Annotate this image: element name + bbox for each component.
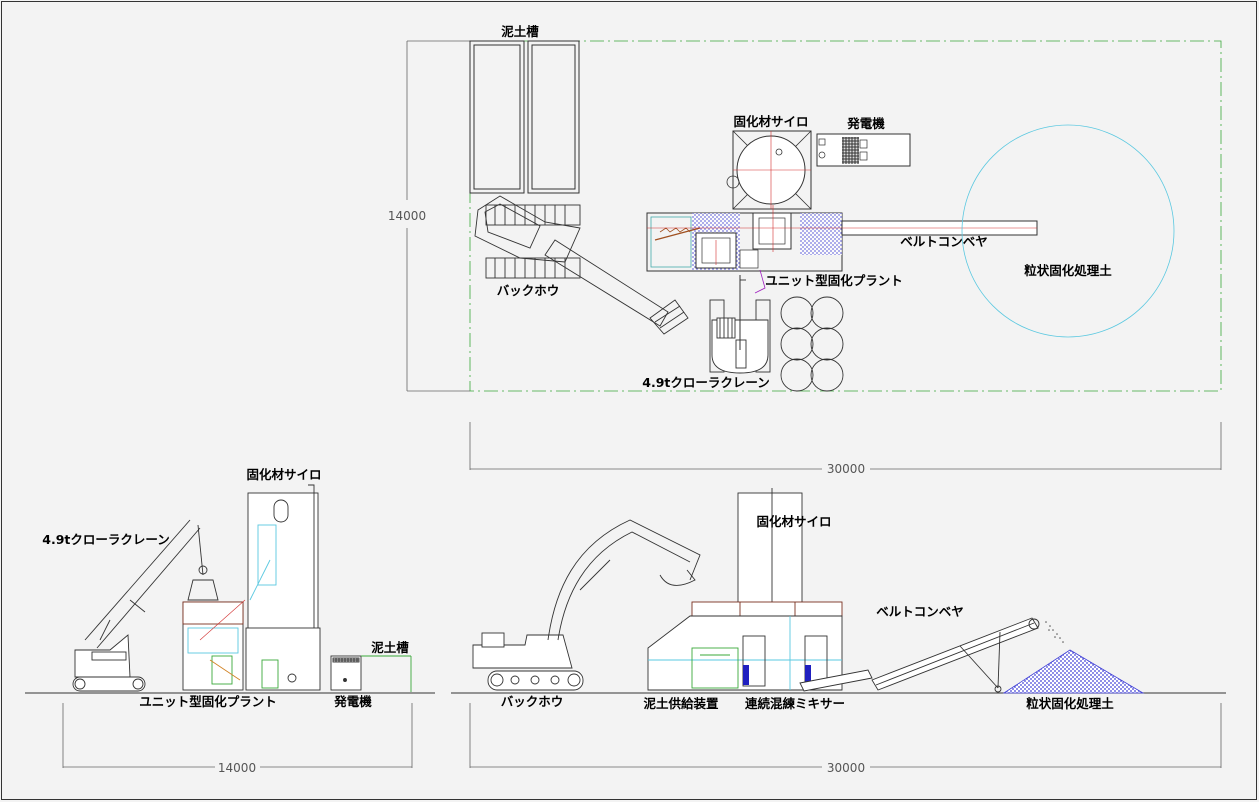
mud-tank-side-label: 泥土槽 bbox=[371, 640, 409, 655]
mud-feeder-label: 泥土供給装置 bbox=[643, 696, 719, 711]
mud-tank-plan-label: 泥土槽 bbox=[501, 24, 539, 39]
backhoe-plan-label: バックホウ bbox=[497, 283, 560, 298]
dimension-width bbox=[469, 422, 1222, 470]
dimension-large-label: 30000 bbox=[827, 761, 865, 775]
mixer-label: 連続混練ミキサー bbox=[745, 696, 845, 711]
side-view-large: 30000 バックホウ 固化材サイロ bbox=[451, 488, 1226, 775]
dimension-width-label: 30000 bbox=[827, 462, 865, 476]
silo-tower-side bbox=[737, 488, 803, 604]
belt-conveyor-side-label: ベルトコンベヤ bbox=[876, 604, 964, 619]
site-boundary bbox=[469, 40, 1222, 392]
bag-stock-plan bbox=[780, 296, 844, 392]
unit-plant-plan bbox=[646, 205, 1035, 294]
generator-plan-label: 発電機 bbox=[846, 116, 885, 131]
crawler-crane-plan-label: 4.9tクローラクレーン bbox=[642, 375, 770, 390]
dimension-height-label: 14000 bbox=[388, 209, 426, 223]
silo-side-small-label: 固化材サイロ bbox=[246, 467, 321, 482]
belt-conveyor-plan-label: ベルトコンベヤ bbox=[900, 234, 988, 249]
silo-side-large-label: 固化材サイロ bbox=[756, 514, 831, 529]
side-view-small: 14000 4.9tクローラクレーン ユニット型固化プラント bbox=[25, 467, 435, 775]
generator-side-label: 発電機 bbox=[333, 694, 372, 709]
granular-soil-plan-label: 粒状固化処理土 bbox=[1024, 263, 1112, 278]
granular-soil-pile bbox=[1002, 649, 1145, 694]
silo-plan-label: 固化材サイロ bbox=[733, 114, 808, 129]
silo-side bbox=[245, 484, 321, 691]
dimension-small bbox=[62, 703, 413, 768]
unit-plant-side bbox=[182, 599, 246, 691]
crawler-crane-side bbox=[72, 519, 219, 692]
granular-soil-plan bbox=[961, 124, 1175, 338]
dimension-height bbox=[406, 40, 470, 392]
unit-plant-large-side bbox=[647, 601, 843, 691]
backhoe-side-label: バックホウ bbox=[501, 694, 564, 709]
granular-soil-side-label: 粒状固化処理土 bbox=[1026, 696, 1114, 711]
plan-view: 14000 30000 泥土槽 bbox=[388, 24, 1222, 476]
unit-plant-plan-label: ユニット型固化プラント bbox=[765, 273, 903, 288]
mud-tank-plan bbox=[469, 40, 580, 194]
dimension-small-label: 14000 bbox=[218, 761, 256, 775]
backhoe-side bbox=[472, 519, 701, 691]
falling-soil bbox=[1045, 621, 1064, 643]
crawler-crane-side-label: 4.9tクローラクレーン bbox=[42, 532, 170, 547]
unit-plant-side-label: ユニット型固化プラント bbox=[139, 694, 277, 709]
crawler-crane-plan bbox=[709, 275, 771, 374]
belt-conveyor-plan bbox=[841, 220, 1038, 236]
backhoe-plan bbox=[474, 195, 689, 335]
dimension-large bbox=[469, 703, 1222, 768]
generator-plan bbox=[816, 133, 911, 167]
generator-side bbox=[330, 655, 412, 692]
silo-plan bbox=[726, 130, 812, 210]
belt-conveyor-side bbox=[799, 617, 1040, 693]
